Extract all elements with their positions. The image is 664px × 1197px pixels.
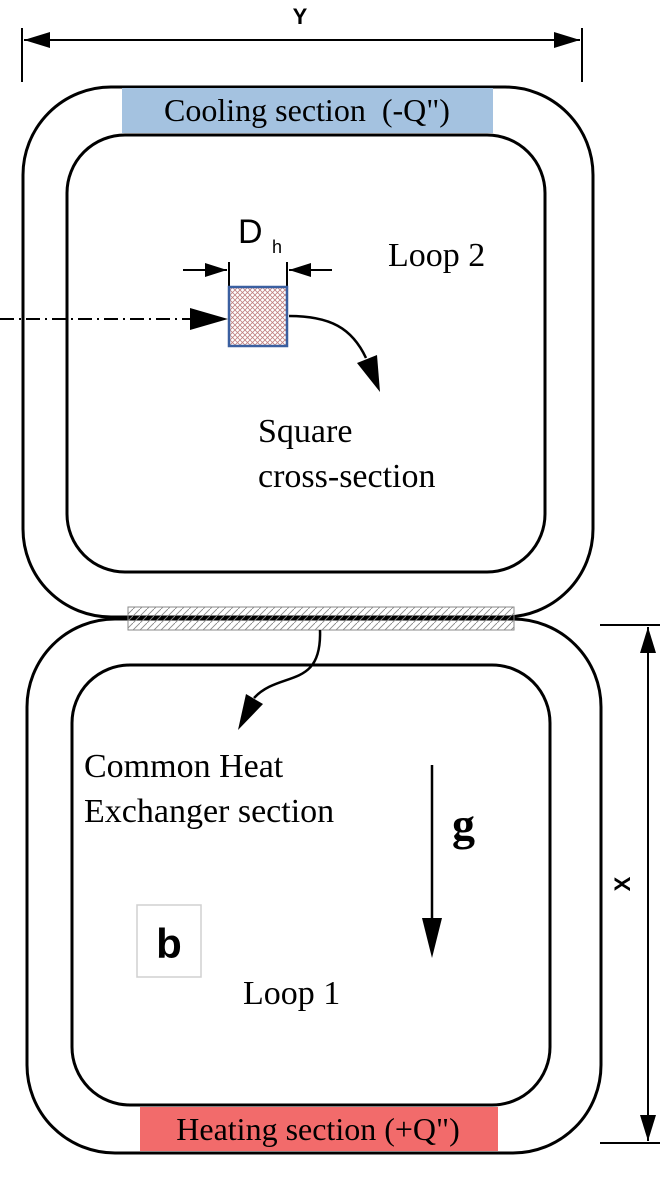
cooling-section [122, 88, 493, 133]
y-dimension: Y [21, 4, 583, 82]
loop2-outer-wall [21, 85, 595, 619]
cooling-section-label: Cooling section (-Q") [164, 92, 450, 128]
heating-section-label: Heating section (+Q") [176, 1111, 459, 1147]
section-cut-arrow [0, 308, 228, 330]
dh-label: D h [238, 213, 282, 257]
x-dimension: X [600, 624, 660, 1144]
gravity-arrow [422, 765, 442, 958]
square-cross-section-label-line1: Square [258, 413, 352, 450]
dh-label-main: D [238, 213, 263, 251]
heating-section [140, 1107, 498, 1151]
common-heat-exchanger-label-line2: Exchanger section [84, 793, 334, 830]
gravity-label: g [452, 799, 475, 850]
square-callout-arrow [288, 314, 380, 392]
dh-label-subscript: h [272, 237, 282, 257]
common-heat-exchanger-label-line1: Common Heat [84, 748, 284, 785]
square-cross-section-label-line2: cross-section [258, 458, 436, 495]
x-dimension-label: X [610, 876, 635, 891]
y-dimension-label: Y [293, 4, 308, 29]
panel-label-box [136, 904, 202, 978]
panel-label: b [156, 920, 182, 967]
common-heat-exchanger-strip [127, 606, 515, 631]
heat-exchanger-callout-arrow [238, 629, 322, 730]
dh-dimension: D h [183, 213, 332, 286]
loop2-inner-wall [65, 133, 547, 574]
loop2-label: Loop 2 [388, 237, 485, 274]
loop1-outer-wall [25, 617, 603, 1155]
square-cross-section [227, 285, 289, 348]
loop1-label: Loop 1 [243, 975, 340, 1012]
loop1-inner-wall [70, 663, 552, 1107]
